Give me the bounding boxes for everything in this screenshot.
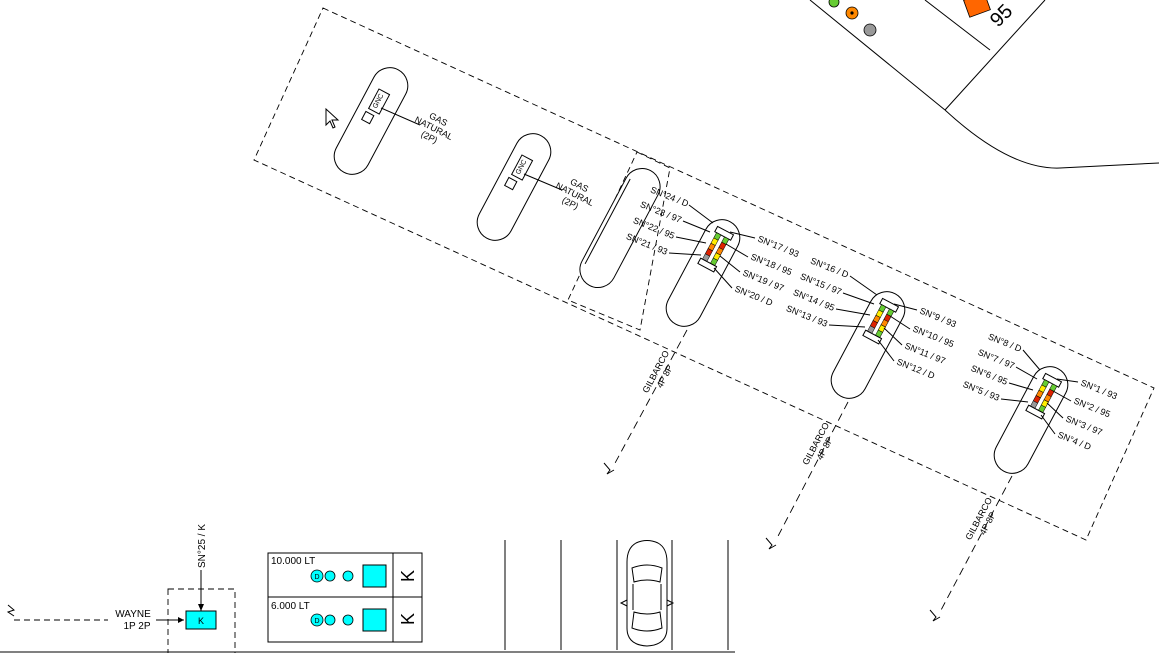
curb-curve <box>944 109 1159 169</box>
tank-capacity: 6.000 LT <box>271 601 310 612</box>
nozzle-label: SN°4 / D <box>1056 430 1093 453</box>
building-inner-line <box>924 0 991 51</box>
dispenser-2: SN°16 / D SN°15 / 97 SN°14 / 95 SN°13 / … <box>765 256 958 550</box>
break-symbol-icon <box>6 604 16 617</box>
nozzle-label: SN°8 / D <box>987 331 1024 354</box>
manhole-letter: D <box>314 574 319 581</box>
gnc-leader-1 <box>380 107 421 126</box>
dispenser-3: SN°8 / D SN°7 / 97 SN°6 / 95 SN°5 / 93 S… <box>929 331 1119 622</box>
canopy-outline <box>253 7 1155 541</box>
dispenser-2-island <box>830 291 906 399</box>
gnc-dispenser-2-box <box>510 154 534 181</box>
tank-letter: K <box>398 570 418 582</box>
top-corner-area: 95 <box>809 0 1159 169</box>
dispenser-1-feed-line <box>613 329 688 466</box>
pump-number-text: 95 <box>986 0 1017 31</box>
break-symbol-icon <box>929 609 941 622</box>
arrow-right-icon <box>178 617 184 623</box>
tank-row-1: 10.000 LT D K <box>271 556 418 588</box>
kerosene-dispenser: WAYNE 1P 2P K SN°25 / K <box>6 524 236 653</box>
mouse-pointer-icon <box>325 107 340 129</box>
valve-icon <box>324 570 336 582</box>
gnc-leader-2 <box>523 173 563 191</box>
manhole-letter: D <box>314 618 319 625</box>
building-right-line <box>944 0 1046 111</box>
building-edge-line <box>809 0 946 111</box>
green-light-icon <box>828 0 840 8</box>
parking-area <box>504 540 729 650</box>
dispenser-2-feed-line <box>775 401 849 541</box>
nozzle-label: SN°2 / 95 <box>1072 396 1112 420</box>
valve-icon <box>342 614 354 626</box>
nozzle-label: SN°9 / 93 <box>918 306 958 330</box>
break-symbol-icon <box>765 537 777 550</box>
empty-island <box>579 168 661 288</box>
valve-icon <box>342 570 354 582</box>
tank-row-2: 6.000 LT D K <box>271 601 418 632</box>
kerosene-nozzle-label: SN°25 / K <box>197 524 208 568</box>
car-icon <box>619 540 675 647</box>
kerosene-box-letter: K <box>198 616 204 626</box>
tank-square <box>362 564 387 588</box>
gnc-island-2: GNC GAS NATURAL (2P) <box>476 133 596 241</box>
kerosene-capacity: 1P 2P <box>123 621 150 632</box>
tank-square <box>362 608 387 632</box>
gray-light-icon <box>863 23 877 37</box>
break-symbol-icon <box>603 462 615 475</box>
gnc-small-box-1 <box>360 110 375 125</box>
nozzle-label: SN°1 / 93 <box>1079 378 1119 402</box>
manhole-icon <box>310 613 324 627</box>
gnc-small-box-2 <box>503 176 518 191</box>
valve-icon <box>324 614 336 626</box>
manhole-icon <box>310 569 324 583</box>
dispenser-3-feed-line <box>939 475 1013 613</box>
arrow-down-icon <box>198 604 204 611</box>
tank-capacity: 10.000 LT <box>271 556 315 567</box>
gnc-island-1: GNC GAS NATURAL (2P) <box>333 67 455 175</box>
kerosene-brand: WAYNE <box>115 609 151 620</box>
orange-square-marker <box>963 0 991 18</box>
tank-letter: K <box>398 613 418 625</box>
tanks-panel: 10.000 LT D K 6.000 LT D K <box>267 552 423 643</box>
gnc-dispenser-1-box <box>367 88 391 115</box>
